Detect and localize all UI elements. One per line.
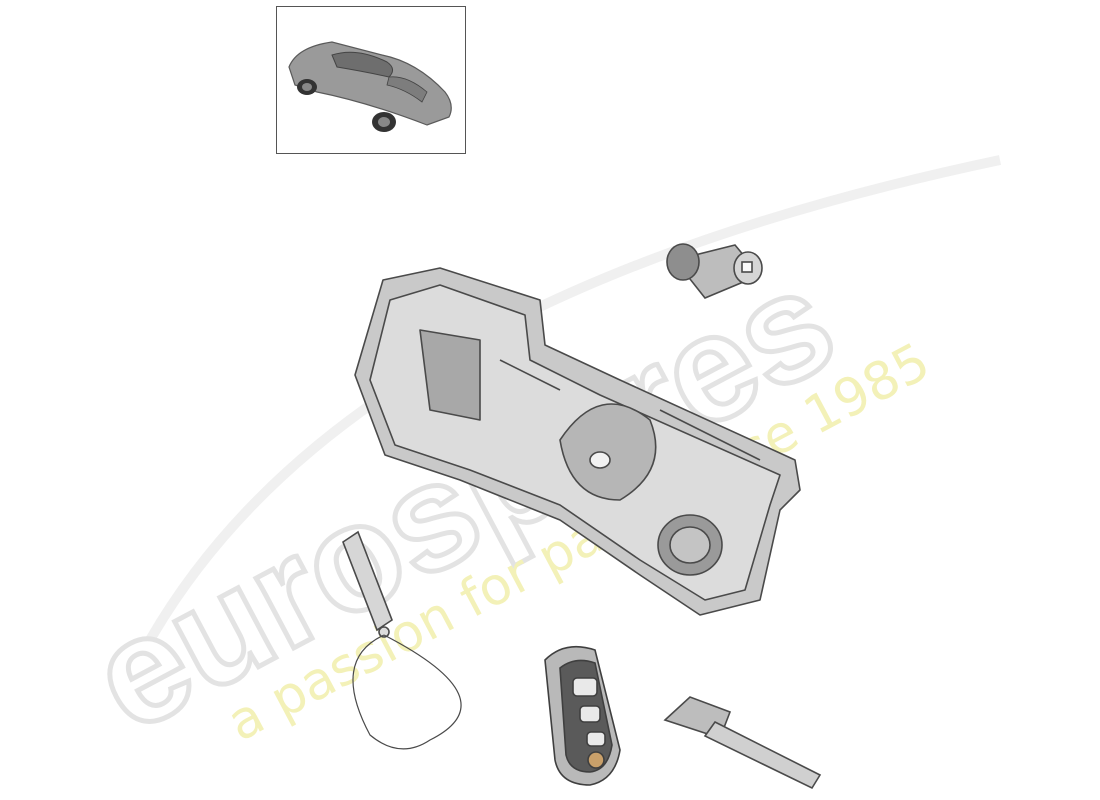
vehicle-thumbnail	[276, 6, 466, 154]
car-icon	[288, 41, 452, 132]
key-fob-icon	[544, 645, 621, 786]
lock-housing-icon	[354, 267, 801, 616]
lock-cylinder-icon	[666, 243, 763, 299]
transponder-tag-icon	[342, 530, 462, 750]
key-blade-icon	[663, 696, 822, 790]
